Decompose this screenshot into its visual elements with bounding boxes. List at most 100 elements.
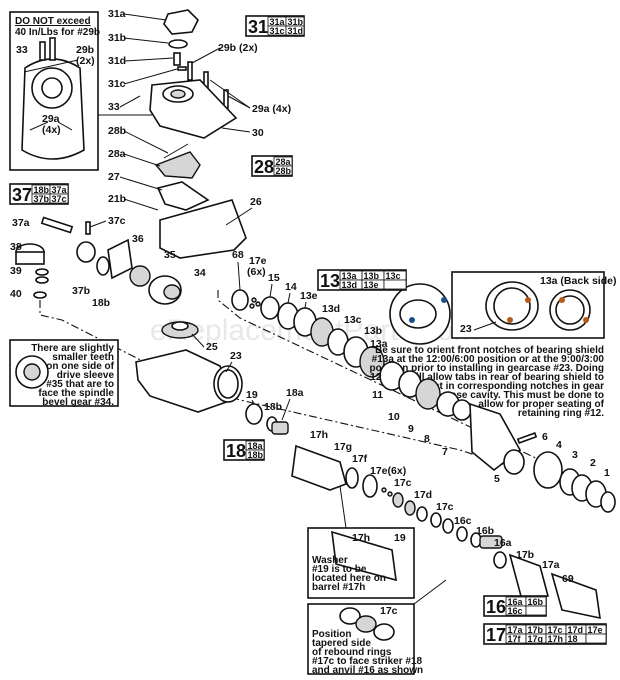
left-cluster-parts: [15, 216, 182, 305]
drive-sleeve-note-line5: #35 that are to: [46, 379, 114, 390]
washer-note-line4: barrel #17h: [312, 582, 365, 593]
inset-label-29a-qty: (4x): [42, 124, 61, 136]
label-31d: 31d: [108, 55, 126, 67]
right-ring-labels: 12 11 10 9 8 7 6 5 4 3 2 1: [370, 371, 610, 485]
assembly-cell-part-37a: 37a: [52, 185, 68, 195]
notch-marker-orange: [525, 297, 531, 303]
washer-note-line2: #19 is to be: [312, 564, 367, 575]
notch-marker-orange: [507, 317, 513, 323]
assembly-cell: [273, 165, 293, 176]
assembly-cell-part-17d: 17d: [568, 625, 584, 635]
assembly-cell: [585, 633, 607, 644]
label-35: 35: [164, 249, 176, 261]
part-29b-screw: [187, 61, 193, 81]
washer-note-box: 17h 19 Washer #19 is to be located here …: [307, 527, 415, 599]
assembly-cell-part-13c: 13c: [386, 271, 401, 281]
label-16b: 16b: [476, 525, 494, 537]
label-5: 5: [494, 473, 500, 485]
bearing-note-line2: #13a at the 12:00/6:00 position or at th…: [372, 354, 605, 365]
rebound-note-box: 17c Position tapered side of rebound rin…: [307, 603, 423, 676]
label-13b: 13b: [364, 325, 382, 337]
bearing-note-line8: retaining ring #12.: [518, 408, 604, 419]
part-25-gear: [161, 321, 199, 339]
label-17a: 17a: [542, 559, 560, 571]
assembly-number: 37: [12, 185, 32, 205]
bearing-note-line7: allow for proper seating of: [478, 399, 604, 410]
assembly-cell-part-28b: 28b: [276, 166, 292, 176]
bearing-note-line6: case cavity. This must be done to: [445, 390, 604, 401]
washer-inset-label-19: 19: [394, 532, 406, 544]
label-17f: 17f: [352, 453, 368, 465]
part-17h-barrel: [291, 444, 347, 491]
inset-label-23: 23: [460, 323, 472, 335]
label-38: 38: [10, 241, 22, 253]
assembly-number: 18: [226, 441, 246, 461]
lower-parts-labels: 17h 17g 17f 17e(6x) 17c 17d 17c 16c 16b …: [310, 429, 574, 585]
assembly-cell-part-18a: 18a: [248, 441, 264, 451]
bearing-note-line1: Be sure to orient front notches of beari…: [375, 345, 604, 356]
label-13e: 13e: [300, 290, 318, 302]
assembly-cell-part-18b: 18b: [248, 450, 264, 460]
label-68: 68: [232, 249, 244, 261]
lower-parts-series: [291, 444, 601, 620]
label-29b: 29b (2x): [218, 42, 258, 54]
rebound-note-line4: #17c to face striker #18: [312, 656, 423, 667]
label-4: 4: [556, 439, 562, 451]
label-31b: 31b: [108, 32, 126, 44]
assembly-cell: [49, 193, 69, 204]
label-40: 40: [10, 288, 22, 300]
part-28b-spring: [163, 143, 189, 159]
assembly-cell-part-17c: 17c: [548, 625, 563, 635]
middle-ring-labels: 68 17e (6x) 15 14 13e 13d 13c 13b 13a: [232, 249, 388, 350]
part-19-washer: [245, 403, 263, 425]
top-cluster-labels: 31a 31b 31d 31c 33 29b (2x) 29a (4x) 30 …: [108, 8, 291, 226]
label-37c: 37c: [108, 215, 126, 227]
assembly-number: 16: [486, 597, 506, 617]
part-16a-anvil: [479, 535, 503, 549]
assembly-cell-part-13a: 13a: [342, 271, 358, 281]
label-13a: 13a: [370, 338, 388, 350]
part-31c-pin: [177, 66, 187, 71]
assembly-cell: [245, 449, 265, 460]
label-28b: 28b: [108, 125, 126, 137]
part-69-sleeve: [550, 572, 601, 620]
part-26-gasket: [159, 199, 247, 259]
label-18a: 18a: [286, 387, 304, 399]
label-33: 33: [108, 101, 120, 113]
assembly-cell: [285, 25, 305, 36]
rebound-note-line2: tapered side: [312, 638, 371, 649]
bearing-note-line5: seat in corresponding notches in gear: [423, 381, 604, 392]
drive-sleeve-illustration: [15, 355, 49, 389]
label-3: 3: [572, 449, 578, 461]
assembly-cell-part-17f: 17f: [508, 634, 522, 644]
label-16a: 16a: [494, 537, 512, 549]
assembly-number: 17: [486, 625, 506, 645]
assembly-number: 13: [320, 271, 340, 291]
assembly-cell-part-17b: 17b: [528, 625, 544, 635]
right-ring-series: [379, 361, 616, 513]
assembly-cell-part-16a: 16a: [508, 597, 524, 607]
part-23-gearcase: [135, 349, 243, 413]
label-18b: 18b: [264, 401, 282, 413]
label-17c: 17c: [394, 477, 412, 489]
assembly-cell-part-13d: 13d: [342, 280, 358, 290]
assembly-cell-part-17h: 17h: [548, 634, 564, 644]
label-37b: 37b: [72, 285, 90, 297]
assembly-cell-part-31d: 31d: [288, 26, 304, 36]
label-17e-top: 17e: [249, 255, 267, 267]
assembly-cell-part-16b: 16b: [528, 597, 544, 607]
label-18b-top: 18b: [92, 297, 110, 309]
part-6-pin: [516, 432, 538, 444]
notch-marker-orange: [559, 297, 565, 303]
washer-inset-label-17h: 17h: [352, 532, 370, 544]
label-17c-2: 17c: [436, 501, 454, 513]
washer-note-line1: Washer: [312, 555, 348, 566]
label-17b: 17b: [516, 549, 534, 561]
label-26: 26: [250, 196, 262, 208]
label-37a: 37a: [12, 217, 30, 229]
label-29a: 29a (4x): [252, 103, 291, 115]
label-27: 27: [108, 171, 120, 183]
